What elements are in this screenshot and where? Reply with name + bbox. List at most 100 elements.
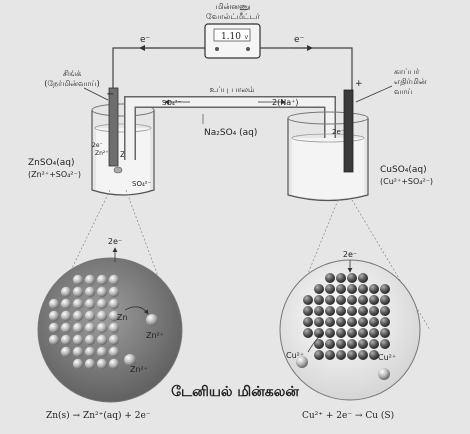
cathode-leader bbox=[355, 85, 393, 103]
zinc-atom bbox=[60, 334, 72, 346]
copper-atom bbox=[314, 295, 324, 305]
copper-atom bbox=[336, 284, 346, 294]
salt-bridge-electrolyte: Na₂SO₄ (aq) bbox=[204, 128, 257, 138]
copper-atom bbox=[380, 284, 390, 294]
zinc-atom bbox=[108, 310, 120, 322]
copper-atom bbox=[325, 273, 335, 283]
zinc-atom bbox=[72, 358, 84, 370]
salt-bridge bbox=[124, 96, 336, 160]
electron-flow-right-label: e⁻ bbox=[294, 35, 305, 45]
copper-atom bbox=[347, 339, 357, 349]
cathode-solution-line1: CuSO₄(aq) bbox=[380, 165, 427, 175]
copper-atom bbox=[347, 328, 357, 338]
copper-ion-sphere bbox=[296, 356, 308, 368]
copper-atom bbox=[380, 306, 390, 316]
zinc-atom bbox=[108, 334, 120, 346]
electron-flow-left-label: e⁻ bbox=[140, 35, 151, 45]
zinc-atom bbox=[108, 346, 120, 358]
zinc-atom bbox=[72, 334, 84, 346]
anode-leader bbox=[83, 87, 109, 101]
zinc-atom bbox=[72, 274, 84, 286]
copper-atom bbox=[347, 284, 357, 294]
copper-atom bbox=[358, 350, 368, 360]
copper-electrode bbox=[343, 89, 354, 173]
copper-atom bbox=[303, 306, 313, 316]
copper-atom bbox=[358, 328, 368, 338]
copper-atom bbox=[347, 350, 357, 360]
copper-atom bbox=[358, 273, 368, 283]
copper-atom bbox=[380, 317, 390, 327]
copper-atom bbox=[325, 284, 335, 294]
voltmeter-unit: V bbox=[245, 35, 249, 41]
zoom-left-ion-b: Zn²⁺ bbox=[130, 365, 148, 374]
copper-atom bbox=[336, 273, 346, 283]
copper-atom bbox=[369, 317, 379, 327]
copper-atom bbox=[347, 273, 357, 283]
copper-atom bbox=[303, 317, 313, 327]
cathode-sign: + bbox=[355, 79, 363, 89]
zinc-atom bbox=[96, 358, 108, 370]
zinc-atom bbox=[84, 322, 96, 334]
zinc-atom bbox=[72, 286, 84, 298]
anode-sign: − bbox=[106, 89, 114, 100]
copper-ion-sphere bbox=[378, 368, 390, 380]
zinc-atom bbox=[72, 298, 84, 310]
copper-atom bbox=[336, 295, 346, 305]
voltmeter-title-line2: வோல்ட்மீட்டர் bbox=[206, 12, 261, 21]
zinc-atom bbox=[84, 310, 96, 322]
cathode-label-line3: வாய் bbox=[394, 87, 413, 96]
anode-label-line1: சிங்க் bbox=[63, 69, 81, 78]
anode-ion-label: Zn²⁺ bbox=[95, 150, 109, 157]
zinc-atom bbox=[84, 274, 96, 286]
zinc-atom bbox=[84, 286, 96, 298]
salt-bridge-cation: 2(Na⁺) bbox=[272, 98, 298, 107]
zinc-atom bbox=[60, 298, 72, 310]
zinc-atom bbox=[84, 298, 96, 310]
copper-atom bbox=[358, 317, 368, 327]
zinc-atom bbox=[72, 346, 84, 358]
zoom-left-ion-arrow bbox=[124, 306, 149, 315]
copper-atom bbox=[314, 339, 324, 349]
zinc-atom bbox=[84, 346, 96, 358]
copper-atom bbox=[314, 317, 324, 327]
zinc-atom bbox=[96, 286, 108, 298]
zinc-atom bbox=[48, 334, 60, 346]
copper-atom bbox=[347, 306, 357, 316]
salt-bridge-label: உப்பு பாலம் bbox=[210, 85, 255, 94]
copper-atom bbox=[347, 317, 357, 327]
diagram-caption: டேனியல் மின்கலன் bbox=[171, 384, 299, 400]
zoom-right-ion-a: Cu²⁺ bbox=[286, 351, 304, 360]
zinc-lattice bbox=[48, 274, 120, 370]
zinc-atom bbox=[60, 346, 72, 358]
copper-atom bbox=[369, 295, 379, 305]
zinc-atom bbox=[84, 334, 96, 346]
zoom-left-electrons: 2e⁻ bbox=[108, 237, 122, 246]
zoom-left-equation: Zn(s) → Zn²⁺(aq) + 2e⁻ bbox=[46, 410, 151, 421]
copper-atom bbox=[336, 339, 346, 349]
zinc-atom bbox=[108, 286, 120, 298]
cathode-electron-label: 2e⁻ bbox=[332, 128, 345, 136]
copper-atom bbox=[325, 306, 335, 316]
copper-atom bbox=[314, 306, 324, 316]
zinc-atom bbox=[84, 358, 96, 370]
zinc-atom bbox=[72, 310, 84, 322]
copper-atom bbox=[325, 328, 335, 338]
anode-solution-line2: (Zn²⁺+SO₄²⁻) bbox=[28, 170, 81, 179]
copper-atom bbox=[325, 350, 335, 360]
copper-atom bbox=[336, 328, 346, 338]
copper-atom bbox=[314, 350, 324, 360]
copper-atom bbox=[358, 339, 368, 349]
anode-solution-line1: ZnSO₄(aq) bbox=[28, 158, 75, 168]
copper-atom bbox=[369, 328, 379, 338]
copper-atom bbox=[314, 284, 324, 294]
anode-label-line2: (நேர்மின்வாய்) bbox=[44, 79, 100, 88]
copper-atom bbox=[369, 306, 379, 316]
copper-atom bbox=[358, 306, 368, 316]
zinc-atom bbox=[108, 298, 120, 310]
anode-sulfate-label: SO₄²⁻ bbox=[132, 180, 152, 188]
cathode-label-line2: எதிர்மின் bbox=[394, 77, 427, 86]
zinc-atom bbox=[60, 310, 72, 322]
voltmeter: மின்னணு வோல்ட்மீட்டர் 1.10 V bbox=[204, 2, 261, 59]
zinc-atom bbox=[108, 322, 120, 334]
